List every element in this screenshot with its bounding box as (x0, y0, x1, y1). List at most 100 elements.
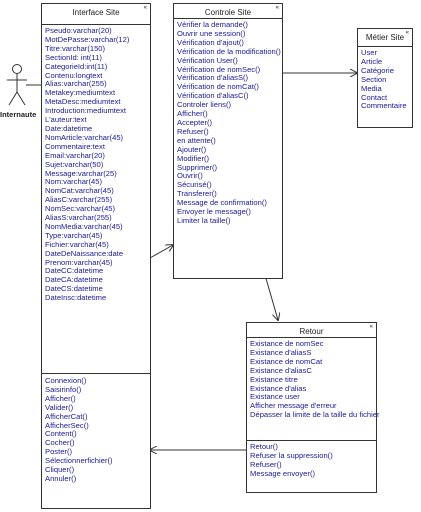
attribute-line: SectionId: int(11) (45, 52, 102, 62)
attribute-line: DateCC:datetime (45, 266, 104, 276)
attribute-line: DateDeNaissance:date (45, 248, 124, 258)
attribute-line: Existance d'aliasC (250, 365, 312, 375)
attribute-line: NomArticle:varchar(45) (45, 132, 124, 142)
attribute-line: Sujet:varchar(50) (45, 159, 104, 169)
controle-to-retour-arrow (264, 274, 278, 320)
attribute-line: Existance de nomCat (250, 356, 323, 366)
retour-title: Retour (299, 327, 324, 336)
interface-site-attributes: Pseudo:varchar(20)MotDePasse:varchar(12)… (42, 24, 150, 373)
actor-label: Internaute (0, 110, 37, 119)
entity-line: Commentaire (361, 101, 407, 111)
method-line: Retour() (250, 442, 278, 451)
method-line: Supprimer() (177, 162, 218, 172)
attribute-line: MotDePasse:varchar(12) (45, 34, 130, 44)
method-line: Vérification de la modification() (177, 46, 281, 56)
attribute-line: L'auteur:text (45, 115, 87, 125)
method-line: Refuser() (177, 126, 209, 136)
method-line: Vérification de nomSec() (177, 64, 261, 74)
attribute-line: Pseudo:varchar(20) (45, 26, 112, 35)
method-line: AfficherSec() (45, 420, 89, 430)
method-line: Ajouter() (177, 144, 207, 154)
attribute-line: Prenom:varchar(45) (45, 257, 113, 267)
attribute-line: Email:varchar(20) (45, 150, 105, 160)
attribute-line: Contenu:longtext (45, 70, 103, 80)
attribute-line: AliasC:varchar(255) (45, 195, 113, 205)
method-line: en attente() (177, 135, 216, 145)
method-line: Sélectionnerfichier() (45, 456, 113, 466)
attribute-line: Introduction:mediumtext (45, 106, 127, 116)
attribute-line: AliasS:varchar(255) (45, 213, 112, 223)
attribute-line: DateCS:datetime (45, 284, 103, 294)
method-line: Sécurisé() (177, 180, 212, 190)
interface-site-title: Interface Site (72, 8, 120, 17)
method-line: Cocher() (45, 438, 75, 448)
metier-site-title: Métier Site (365, 33, 405, 42)
method-line: Vérification d'aliasC() (177, 91, 249, 101)
method-line: Transferer() (177, 189, 217, 199)
attribute-line: Existance titre (250, 374, 298, 384)
method-line: Limiter la taille() (177, 215, 231, 225)
class-stereotype-icon: « (405, 30, 409, 36)
method-line: Ouvrir une session() (177, 28, 246, 38)
controle-site-class: « Controle Site Vérifier la demande()Ouv… (173, 3, 283, 279)
method-line: Saisirinfo() (45, 384, 82, 394)
entity-line: Article (361, 56, 383, 66)
entity-line: Catégorie (361, 65, 394, 75)
entity-line: User (361, 48, 378, 57)
entity-line: Section (361, 74, 387, 84)
entity-line: Media (361, 83, 382, 93)
method-line: Annuler() (45, 473, 77, 483)
controle-site-methods: Vérifier la demande()Ouvrir une session(… (174, 18, 282, 228)
attribute-line: Alias:varchar(255) (45, 79, 107, 89)
controle-site-title: Controle Site (204, 8, 252, 17)
method-line: Message envoyer() (250, 468, 315, 478)
class-stereotype-icon: « (143, 5, 147, 11)
attribute-line: Existance user (250, 392, 300, 402)
interface-to-controle-arrow (149, 245, 173, 259)
attribute-line: Existance de nomSec (250, 339, 324, 348)
method-line: Envoyer le message() (177, 207, 251, 217)
attribute-line: Fichier:varchar(45) (45, 239, 109, 249)
attribute-line: DateInsc:datetime (45, 293, 107, 303)
entity-line: Contact (361, 92, 388, 102)
attribute-line: Nom:varchar(45) (45, 177, 102, 187)
method-line: Vérification de nomCat() (177, 82, 259, 92)
method-line: Afficher() (177, 109, 208, 119)
method-line: Vérification d'aliasS() (177, 73, 249, 83)
attribute-line: MetaDesc:mediumtext (45, 97, 121, 107)
attribute-line: NomMedia:varchar(45) (45, 221, 123, 231)
retour-methods: Retour()Refuser la suppression()Refuser(… (247, 440, 376, 481)
interface-site-class: « Interface Site Pseudo:varchar(20)MotDe… (41, 3, 151, 509)
actor-figure (7, 64, 27, 106)
attribute-line: NomCat:varchar(45) (45, 186, 114, 196)
method-line: Ouvrir() (177, 171, 203, 181)
method-line: Valider() (45, 402, 74, 412)
attribute-line: NomSec:varchar(45) (45, 204, 116, 214)
method-line: Content() (45, 429, 77, 439)
method-line: Controler liens() (177, 100, 232, 110)
method-line: Vérification d'ajout() (177, 37, 244, 47)
attribute-line: Metakey:mediumtext (45, 88, 116, 98)
attribute-line: CategorieId:int(11) (45, 61, 108, 71)
method-line: AfficherCat() (45, 411, 88, 421)
method-line: Accepter() (177, 117, 213, 127)
attribute-line: Titre:varchar(150) (45, 43, 106, 53)
method-line: Vérifier la demande() (177, 20, 248, 29)
class-stereotype-icon: « (275, 5, 279, 11)
attribute-line: Message:varchar(25) (45, 168, 117, 178)
method-line: Vérification User() (177, 55, 238, 65)
attribute-line: Date:datetime (45, 123, 93, 133)
attribute-line: Type:varchar(45) (45, 230, 103, 240)
method-line: Poster() (45, 447, 73, 457)
attribute-line: Dépasser la limite de la taille du fichi… (250, 410, 380, 420)
method-line: Cliquer() (45, 465, 75, 475)
class-stereotype-icon: « (369, 324, 373, 330)
method-line: Message de confirmation() (177, 198, 267, 208)
method-line: Refuser la suppression() (250, 450, 333, 460)
interface-site-methods: Connexion()Saisirinfo()Afficher()Valider… (42, 373, 150, 486)
